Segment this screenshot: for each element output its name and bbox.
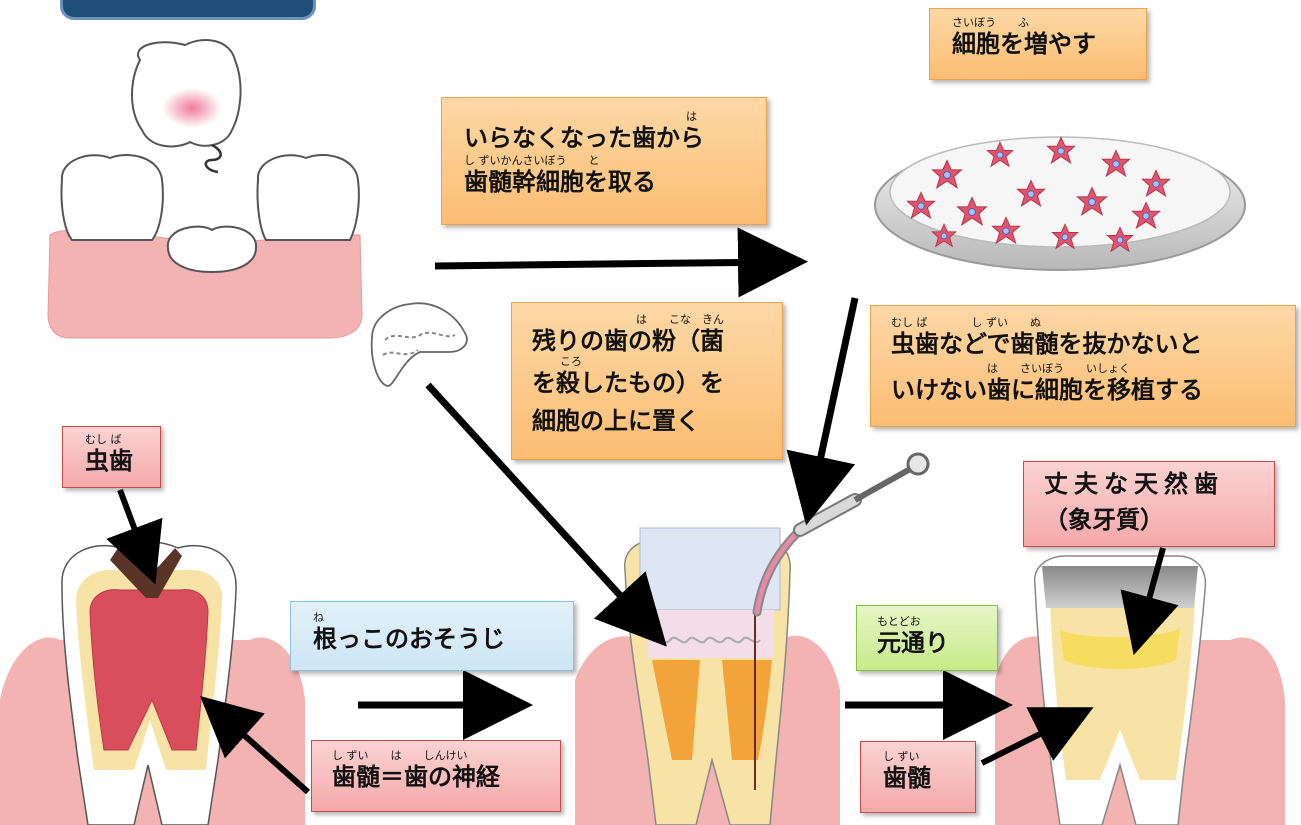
header-tab xyxy=(60,0,316,20)
transplant-line1: 虫歯などで歯髄を抜かないと xyxy=(891,330,1203,358)
extract-line1-ruby: は xyxy=(686,110,697,123)
restore-ruby: もとどお xyxy=(877,615,921,628)
arrow-to-dentin xyxy=(1120,547,1179,656)
pulp-ruby: し ずい xyxy=(883,750,920,763)
caries-label: むし ば 虫歯 xyxy=(62,426,161,488)
restore-label: もとどお 元通り xyxy=(856,605,998,671)
natural-tooth-line1: 丈夫な天然歯 xyxy=(1044,470,1224,498)
arrow-to-petri-dish xyxy=(434,227,808,298)
natural-tooth-label: 丈夫な天然歯 （象牙質） xyxy=(1023,461,1275,547)
transplant-line1-ruby: むし ば し ずい ぬ xyxy=(891,316,1041,329)
arrow-dish-to-tooth xyxy=(786,297,859,526)
restored-tooth-illustration xyxy=(995,555,1285,825)
arrow-to-pulp-right xyxy=(980,707,1094,766)
powder-line2: を殺したもの）を xyxy=(532,369,724,397)
powder-line1: 残りの歯の粉（菌 xyxy=(532,327,724,355)
cell-grow-ruby: さいぼう ふ xyxy=(952,16,1029,29)
pulp-nerve-ruby: し ずい は しんけい xyxy=(332,749,468,762)
tooth-powder-fragment xyxy=(370,302,468,387)
powder-line3: 細胞の上に置く xyxy=(532,407,700,435)
tooth-powder-box: は こな きん 残りの歯の粉（菌 ころ を殺したもの）を 細胞の上に置く xyxy=(511,302,783,460)
decayed-tooth-illustration xyxy=(0,541,305,825)
cell-grow-text: 細胞を増やす xyxy=(952,30,1096,58)
pulp-label: し ずい 歯髄 xyxy=(860,741,976,813)
cell-grow-box: さいぼう ふ 細胞を増やす xyxy=(929,8,1147,80)
transplant-box: むし ば し ずい ぬ 虫歯などで歯髄を抜かないと は さいぼう いしょく いけ… xyxy=(870,305,1296,427)
petri-dish-illustration xyxy=(874,136,1246,271)
extract-line2-ruby: し ずいかんさいぼう と xyxy=(464,154,600,167)
natural-tooth-line2: （象牙質） xyxy=(1044,506,1164,534)
root-cleaning-label: ね 根っこのおそうじ xyxy=(290,601,574,671)
pulp-nerve-text: 歯髄＝歯の神経 xyxy=(332,763,500,791)
powder-line2-ruby: ころ xyxy=(560,355,582,368)
restore-text: 元通り xyxy=(877,629,949,657)
pulp-text: 歯髄 xyxy=(883,764,931,792)
treated-tooth-illustration xyxy=(575,527,840,825)
arrow-to-pulp-left xyxy=(200,696,310,795)
caries-text: 虫歯 xyxy=(85,447,133,475)
transplant-line2: いけない歯に細胞を移植する xyxy=(891,376,1203,404)
extract-line1: いらなくなった歯から xyxy=(464,124,704,152)
gum-with-teeth-illustration xyxy=(47,154,363,339)
extract-stem-cells-box: は いらなくなった歯から し ずいかんさいぼう と 歯髄幹細胞を取る xyxy=(441,97,767,225)
flow-arrows xyxy=(106,227,1179,795)
pulp-nerve-label: し ずい は しんけい 歯髄＝歯の神経 xyxy=(311,740,561,812)
arrow-to-caries xyxy=(106,488,163,585)
transplant-line2-ruby: は さいぼう いしょく xyxy=(987,362,1130,375)
caries-ruby: むし ば xyxy=(85,433,122,446)
extract-line2: 歯髄幹細胞を取る xyxy=(464,168,656,196)
extracted-tooth-illustration xyxy=(131,39,242,174)
arrow-powder-to-tooth xyxy=(425,382,667,647)
powder-line1-ruby: は こな きん xyxy=(636,313,724,326)
root-cleaning-text: 根っこのおそうじ xyxy=(313,625,505,653)
root-cleaning-ruby: ね xyxy=(313,611,324,624)
